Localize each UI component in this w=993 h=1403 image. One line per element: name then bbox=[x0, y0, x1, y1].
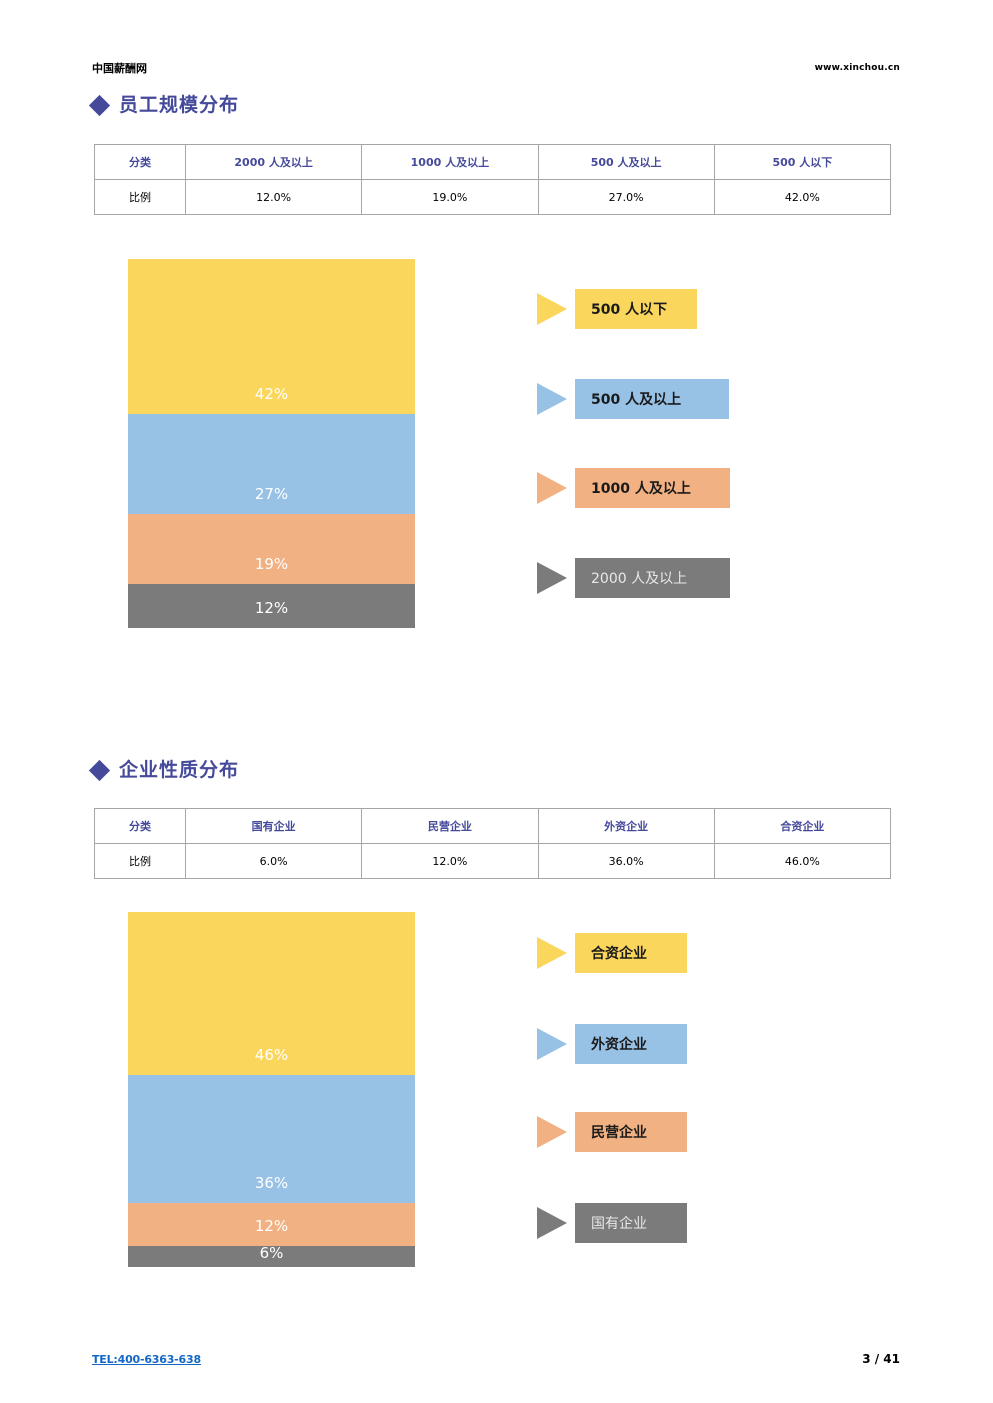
employee-scale-stacked-bar-chart: 42% 27% 19% 12% bbox=[128, 259, 415, 628]
table-cell-3: 36.0% bbox=[537, 843, 715, 879]
table-header-col-3: 500 人及以上 bbox=[537, 144, 715, 180]
table-header-col-3: 外资企业 bbox=[537, 808, 715, 844]
table-row-label: 比例 bbox=[94, 179, 186, 215]
arrow-marker-icon bbox=[537, 1207, 567, 1239]
arrow-marker-icon bbox=[537, 562, 567, 594]
section-heading-1: 员工规模分布 bbox=[88, 94, 240, 117]
arrow-marker-icon bbox=[537, 383, 567, 415]
table-row: 比例 6.0% 12.0% 36.0% 46.0% bbox=[94, 843, 892, 879]
bar-segment-1000-above: 19% bbox=[128, 514, 415, 584]
legend-label: 国有企业 bbox=[575, 1203, 687, 1243]
employee-scale-table: 分类 2000 人及以上 1000 人及以上 500 人及以上 500 人以下 … bbox=[94, 144, 892, 215]
enterprise-type-legend: 合资企业 外资企业 民营企业 国有企业 bbox=[537, 933, 797, 1253]
legend-label: 外资企业 bbox=[575, 1024, 687, 1064]
bar-segment-2000-above: 12% bbox=[128, 584, 415, 628]
bar-segment-500-above: 27% bbox=[128, 414, 415, 514]
page-number: 3 / 41 bbox=[862, 1352, 900, 1366]
bar-segment-label: 12% bbox=[254, 599, 289, 617]
brand-name: 中国薪酬网 bbox=[92, 62, 147, 75]
bar-segment-foreign: 36% bbox=[128, 1075, 415, 1203]
table-header-col-2: 1000 人及以上 bbox=[361, 144, 539, 180]
table-header-category: 分类 bbox=[94, 808, 186, 844]
table-cell-4: 42.0% bbox=[713, 179, 892, 215]
arrow-marker-icon bbox=[537, 937, 567, 969]
table-row-label: 比例 bbox=[94, 843, 186, 879]
website-url: www.xinchou.cn bbox=[814, 63, 900, 73]
section-title-1: 员工规模分布 bbox=[119, 94, 240, 116]
enterprise-type-table: 分类 国有企业 民营企业 外资企业 合资企业 比例 6.0% 12.0% 36.… bbox=[94, 808, 892, 879]
table-header-col-1: 国有企业 bbox=[184, 808, 363, 844]
table-row: 比例 12.0% 19.0% 27.0% 42.0% bbox=[94, 179, 892, 215]
table-cell-1: 12.0% bbox=[184, 179, 363, 215]
table-cell-3: 27.0% bbox=[537, 179, 715, 215]
bar-segment-label: 36% bbox=[254, 1174, 289, 1192]
legend-label: 500 人及以上 bbox=[575, 379, 729, 419]
section-title-2: 企业性质分布 bbox=[119, 759, 240, 781]
table-cell-4: 46.0% bbox=[713, 843, 892, 879]
arrow-marker-icon bbox=[537, 472, 567, 504]
diamond-bullet-icon bbox=[88, 759, 111, 782]
table-header-col-4: 合资企业 bbox=[713, 808, 892, 844]
bar-segment-label: 19% bbox=[254, 555, 289, 573]
table-cell-2: 12.0% bbox=[361, 843, 539, 879]
legend-label: 2000 人及以上 bbox=[575, 558, 730, 598]
bar-segment-label: 46% bbox=[254, 1046, 289, 1064]
bar-segment-label: 12% bbox=[254, 1217, 289, 1235]
bar-segment-label: 27% bbox=[254, 485, 289, 503]
page-header: 中国薪酬网 www.xinchou.cn bbox=[92, 58, 900, 78]
enterprise-type-stacked-bar-chart: 46% 36% 12% 6% bbox=[128, 912, 415, 1267]
telephone-link[interactable]: TEL:400-6363-638 bbox=[92, 1352, 201, 1366]
table-header-category: 分类 bbox=[94, 144, 186, 180]
section-heading-2: 企业性质分布 bbox=[88, 759, 240, 782]
table-header-col-2: 民营企业 bbox=[361, 808, 539, 844]
legend-label: 民营企业 bbox=[575, 1112, 687, 1152]
page-footer: TEL:400-6363-638 3 / 41 bbox=[92, 1352, 900, 1366]
arrow-marker-icon bbox=[537, 293, 567, 325]
bar-segment-joint-venture: 46% bbox=[128, 912, 415, 1075]
employee-scale-legend: 500 人以下 500 人及以上 1000 人及以上 2000 人及以上 bbox=[537, 289, 797, 609]
bar-segment-private: 12% bbox=[128, 1203, 415, 1246]
bar-segment-label: 42% bbox=[254, 385, 289, 403]
bar-segment-500-below: 42% bbox=[128, 259, 415, 414]
bar-segment-label: 6% bbox=[259, 1244, 284, 1262]
legend-label: 1000 人及以上 bbox=[575, 468, 730, 508]
legend-label: 500 人以下 bbox=[575, 289, 697, 329]
table-header-col-4: 500 人以下 bbox=[713, 144, 892, 180]
table-cell-2: 19.0% bbox=[361, 179, 539, 215]
table-header-row: 分类 2000 人及以上 1000 人及以上 500 人及以上 500 人以下 bbox=[94, 144, 892, 180]
table-header-col-1: 2000 人及以上 bbox=[184, 144, 363, 180]
legend-label: 合资企业 bbox=[575, 933, 687, 973]
bar-segment-state-owned: 6% bbox=[128, 1246, 415, 1267]
arrow-marker-icon bbox=[537, 1028, 567, 1060]
table-header-row: 分类 国有企业 民营企业 外资企业 合资企业 bbox=[94, 808, 892, 844]
diamond-bullet-icon bbox=[88, 94, 111, 117]
arrow-marker-icon bbox=[537, 1116, 567, 1148]
table-cell-1: 6.0% bbox=[184, 843, 363, 879]
